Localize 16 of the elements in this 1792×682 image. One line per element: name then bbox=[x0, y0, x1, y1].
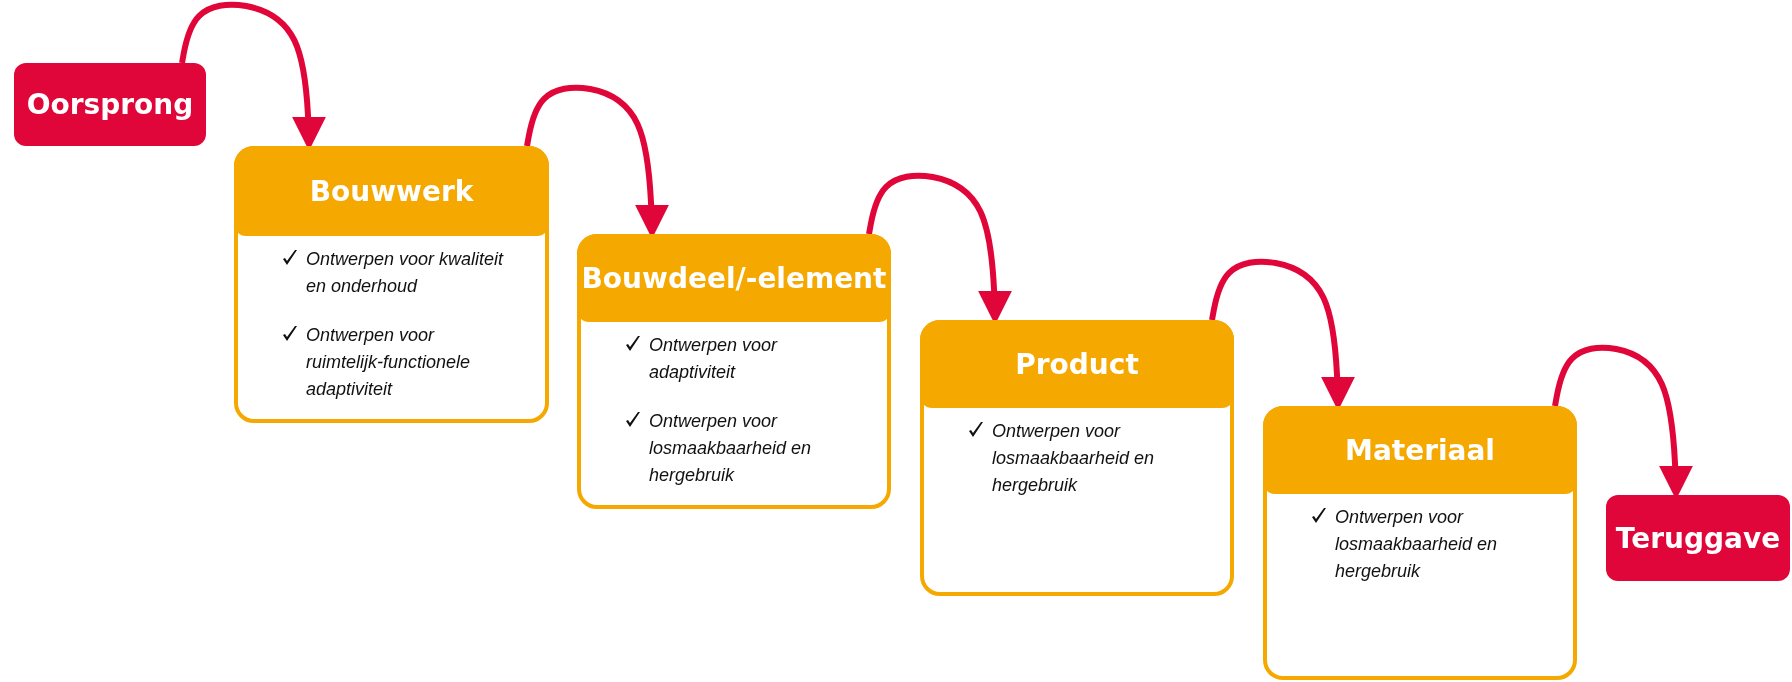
list-item-text: Ontwerpen voor kwaliteit en onderhoud bbox=[306, 248, 505, 298]
stage-card bbox=[577, 234, 891, 509]
card-header: Bouwdeel/-element bbox=[577, 234, 891, 322]
card-header: Materiaal bbox=[1263, 406, 1577, 494]
card-header: Product bbox=[920, 320, 1234, 408]
stage-card bbox=[234, 146, 549, 423]
stage-label: Oorsprong bbox=[14, 63, 206, 146]
list-item-text: Ontwerpen voor losmaakbaarheid en hergebruik bbox=[1335, 506, 1499, 583]
stage-card bbox=[920, 320, 1234, 596]
list-item-text: Ontwerpen voor losmaakbaarheid en hergebruik bbox=[649, 410, 813, 487]
list-item-text: Ontwerpen voor losmaakbaarheid en hergebruik bbox=[992, 420, 1156, 497]
list-item-text: Ontwerpen voor ruimtelijk-functionele adaptiviteit bbox=[306, 324, 472, 401]
stage-card bbox=[1263, 406, 1577, 680]
list-item-text: Ontwerpen voor adaptiviteit bbox=[649, 334, 779, 384]
card-header: Bouwwerk bbox=[234, 146, 549, 236]
stage-label: Teruggave bbox=[1606, 495, 1790, 581]
